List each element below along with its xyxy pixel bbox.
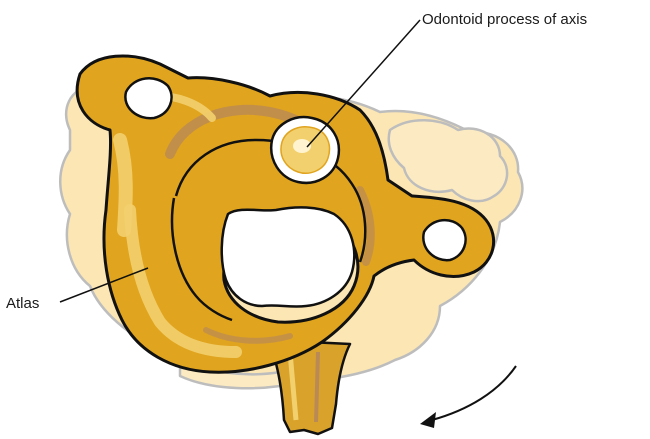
odontoid-process-label: Odontoid process of axis (422, 12, 587, 27)
atlas-label: Atlas (6, 296, 39, 311)
rotation-arrow-icon (420, 366, 516, 428)
